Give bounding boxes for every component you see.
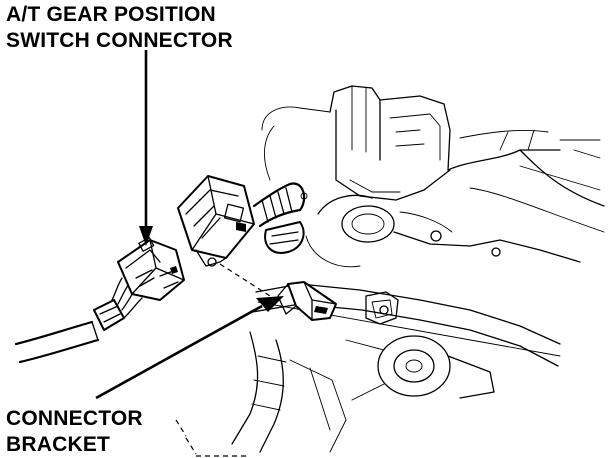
connector-bracket-label-line2: BRACKET bbox=[6, 433, 111, 456]
left-wire-harness bbox=[14, 277, 143, 364]
engine-mount-frame bbox=[175, 283, 561, 457]
gear-switch-connector-label-line1: A/T GEAR POSITION bbox=[6, 3, 216, 26]
connector-bracket-label: CONNECTOR BRACKET bbox=[6, 406, 143, 458]
gear-switch-connector-label: A/T GEAR POSITION SWITCH CONNECTOR bbox=[6, 2, 233, 54]
connector-bracket bbox=[277, 281, 337, 321]
harness-side-connector bbox=[117, 237, 185, 301]
gear-switch-connector-label-line2: SWITCH CONNECTOR bbox=[6, 29, 233, 52]
alignment-dashed-line bbox=[219, 263, 271, 297]
callout-arrows bbox=[95, 50, 284, 400]
gear-position-switch-connector bbox=[177, 175, 306, 267]
connector-bracket-label-line1: CONNECTOR bbox=[6, 407, 143, 430]
transmission-housing bbox=[261, 85, 605, 268]
